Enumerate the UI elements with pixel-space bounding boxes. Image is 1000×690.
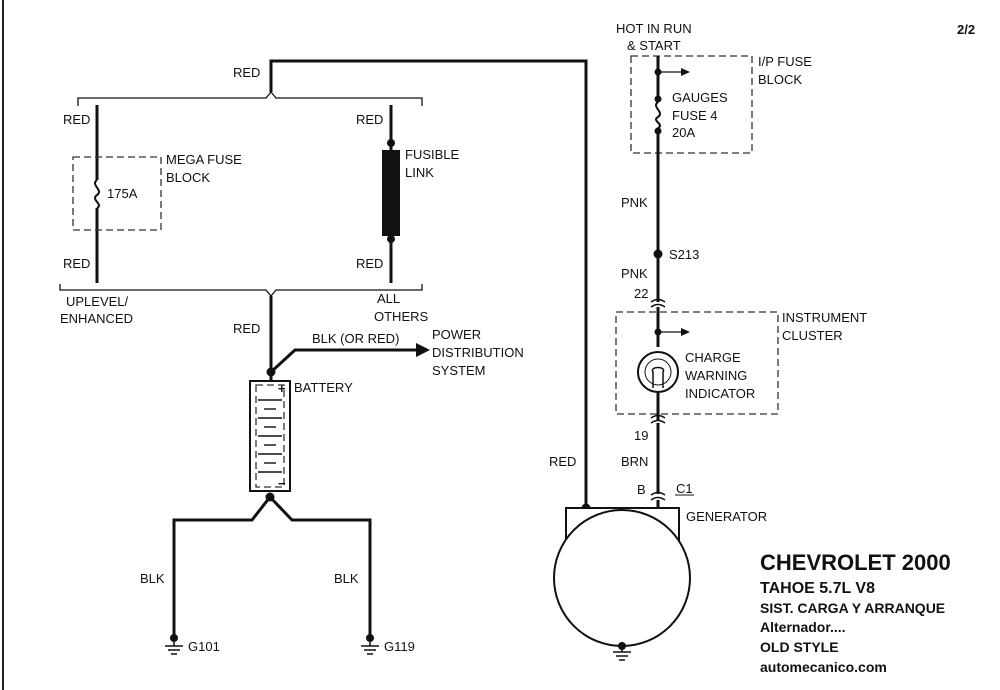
connector-19-bottom <box>650 419 666 424</box>
label-s213: S213 <box>669 247 699 262</box>
label-fusible-1: FUSIBLE <box>405 147 460 162</box>
gauges-fuse-dot-top <box>654 95 662 103</box>
ground-icon-g119 <box>361 638 379 655</box>
label-pnk-upper: PNK <box>621 195 648 210</box>
title-line-2: TAHOE 5.7L V8 <box>760 580 875 597</box>
title-line-5: OLD STYLE <box>760 639 839 655</box>
mega-fuse-block-box <box>72 156 162 231</box>
label-red-generator: RED <box>549 454 576 469</box>
cluster-bus-arrow <box>681 328 690 336</box>
page-number: 2/2 <box>957 22 975 37</box>
battery-cells <box>258 399 282 473</box>
label-fusible-2: LINK <box>405 165 434 180</box>
label-g101: G101 <box>188 639 220 654</box>
red-wire-to-generator <box>269 59 588 508</box>
label-pin-22: 22 <box>634 286 648 301</box>
label-instrument-2: CLUSTER <box>782 328 843 343</box>
label-red-mid: RED <box>233 321 260 336</box>
label-blk-right: BLK <box>334 571 359 586</box>
label-blk-left: BLK <box>140 571 165 586</box>
label-charge-2: WARNING <box>685 368 747 383</box>
label-gauges-1: GAUGES <box>672 90 728 105</box>
label-pnk-lower: PNK <box>621 266 648 281</box>
label-battery-plus: + <box>278 381 286 396</box>
label-all-1: ALL <box>377 291 400 306</box>
fusible-link-dot-top <box>387 139 395 147</box>
label-uplevel-2: ENHANCED <box>60 311 133 326</box>
title-line-6: automecanico.com <box>760 659 887 675</box>
connector-c1-bottom <box>650 496 666 501</box>
title-line-3: SIST. CARGA Y ARRANQUE <box>760 600 945 616</box>
title-line-4: Alternador.... <box>760 619 846 635</box>
label-red-right-top: RED <box>356 112 383 127</box>
label-c1: C1 <box>676 481 693 496</box>
connector-22-bottom <box>650 303 666 308</box>
label-power-2: DISTRIBUTION <box>432 345 524 360</box>
ip-fuse-block-box <box>630 55 753 154</box>
label-charge-1: CHARGE <box>685 350 741 365</box>
label-red-top: RED <box>233 65 260 80</box>
label-blk-or-red: BLK (OR RED) <box>312 331 399 346</box>
label-ip-fuse-1: I/P FUSE <box>758 54 812 69</box>
label-battery-minus: − <box>278 476 286 491</box>
label-power-1: POWER <box>432 327 481 342</box>
label-mega-fuse-rating: 175A <box>107 186 138 201</box>
label-red-right-bottom: RED <box>356 256 383 271</box>
connector-c1-top <box>650 491 666 496</box>
label-ip-fuse-2: BLOCK <box>758 72 802 87</box>
label-mega-fuse-1: MEGA FUSE <box>166 152 242 167</box>
power-distribution-arrow <box>416 343 430 357</box>
label-uplevel-1: UPLEVEL/ <box>66 294 129 309</box>
splice-s213 <box>653 249 663 259</box>
label-charge-3: INDICATOR <box>685 386 755 401</box>
label-all-2: OTHERS <box>374 309 429 324</box>
label-g119: G119 <box>384 639 415 654</box>
label-generator: GENERATOR <box>686 509 767 524</box>
ip-fuse-bus-arrow <box>681 68 690 76</box>
label-pin-19: 19 <box>634 428 648 443</box>
label-red-left-bottom: RED <box>63 256 90 271</box>
fusible-link-dot-bottom <box>387 235 395 243</box>
generator-ground-icon <box>613 646 631 661</box>
battery-inner-dash <box>255 384 285 488</box>
wire-to-power-distribution <box>269 348 418 374</box>
label-instrument-1: INSTRUMENT <box>782 310 867 325</box>
label-hot-1: HOT IN RUN <box>616 21 692 36</box>
label-gauges-3: 20A <box>672 125 695 140</box>
mega-fuse-symbol <box>94 179 100 209</box>
connector-19-top <box>650 414 666 419</box>
bulb-filament <box>651 366 665 388</box>
charge-warning-bulb <box>637 351 679 393</box>
generator-body <box>553 509 691 647</box>
top-bracket <box>77 90 423 106</box>
gauges-fuse-symbol <box>655 101 661 129</box>
label-mega-fuse-2: BLOCK <box>166 170 210 185</box>
ground-icon-g101 <box>165 638 183 655</box>
ground-wire-right <box>268 495 372 638</box>
connector-22-top <box>650 298 666 303</box>
instrument-cluster-box <box>615 311 779 415</box>
label-power-3: SYSTEM <box>432 363 485 378</box>
label-hot-2: & START <box>627 38 681 53</box>
title-line-1: CHEVROLET 2000 <box>760 550 951 575</box>
label-battery: BATTERY <box>294 380 353 395</box>
bulb-inner-ring <box>644 358 672 386</box>
ground-wire-left <box>172 496 272 638</box>
label-red-left-top: RED <box>63 112 90 127</box>
label-brn: BRN <box>621 454 648 469</box>
fusible-link-symbol <box>382 150 400 236</box>
label-gauges-2: FUSE 4 <box>672 108 718 123</box>
label-pin-b: B <box>637 482 646 497</box>
